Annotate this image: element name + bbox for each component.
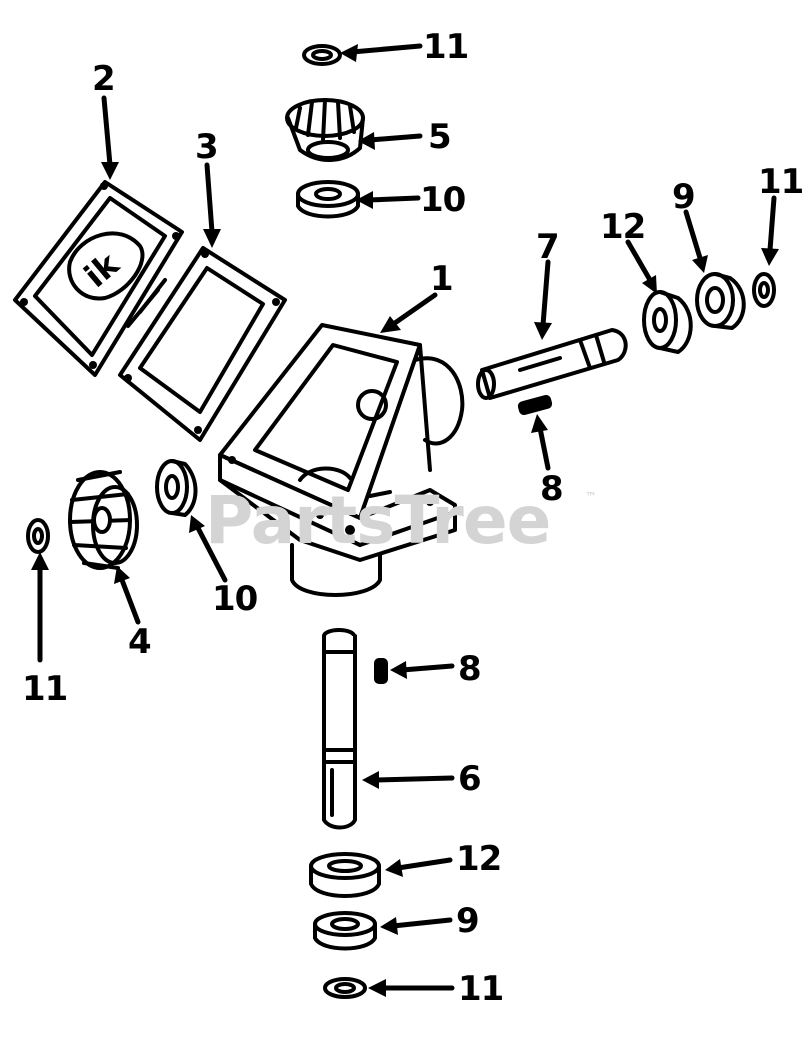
part-label-9-bottom: 9 — [456, 901, 480, 941]
vertical-shaft-drawing — [322, 628, 357, 830]
bearing-bottom-drawing — [313, 911, 377, 951]
spacer-right-drawing — [642, 290, 693, 354]
spacer-bottom-drawing — [309, 852, 381, 898]
part-label-12-bottom: 12 — [456, 839, 502, 879]
part-label-1: 1 — [430, 259, 454, 299]
part-label-12-right: 12 — [600, 207, 646, 247]
part-label-6: 6 — [458, 759, 482, 799]
cover-plate-drawing: ik — [13, 180, 184, 377]
watermark: PartsTree — [205, 482, 551, 559]
part-label-10-left: 10 — [212, 579, 258, 619]
part-label-10-top: 10 — [420, 180, 466, 220]
watermark-trademark: ™ — [585, 490, 597, 504]
part-label-11-right: 11 — [758, 162, 804, 202]
retaining-ring-bottom-drawing — [323, 977, 367, 999]
bearing-left-drawing — [155, 459, 198, 517]
large-bevel-gear-drawing — [68, 470, 139, 570]
retaining-ring-top-drawing — [302, 44, 342, 66]
part-label-5: 5 — [428, 117, 452, 157]
part-label-11-bottom: 11 — [458, 969, 504, 1009]
part-label-7: 7 — [536, 227, 560, 267]
part-label-8-horizontal: 8 — [540, 469, 564, 509]
part-label-11-top: 11 — [423, 27, 469, 67]
small-bevel-gear-drawing — [285, 98, 365, 162]
retaining-ring-right-drawing — [752, 272, 776, 308]
leader-arrows — [31, 43, 779, 997]
part-label-2: 2 — [92, 59, 116, 99]
bearing-right-drawing — [695, 272, 746, 330]
part-label-8-vertical: 8 — [458, 649, 482, 689]
housing-drawing — [218, 323, 465, 597]
retaining-ring-left-drawing — [26, 518, 50, 554]
part-label-9-right: 9 — [672, 177, 696, 217]
part-label-3: 3 — [195, 127, 219, 167]
part-label-11-left: 11 — [22, 669, 68, 709]
horizontal-shaft-drawing — [476, 328, 628, 400]
bearing-top-drawing — [296, 180, 360, 219]
key-horizontal-drawing — [517, 394, 553, 416]
part-label-4: 4 — [128, 622, 152, 662]
key-vertical-drawing — [374, 658, 388, 684]
gasket-drawing — [118, 246, 287, 442]
